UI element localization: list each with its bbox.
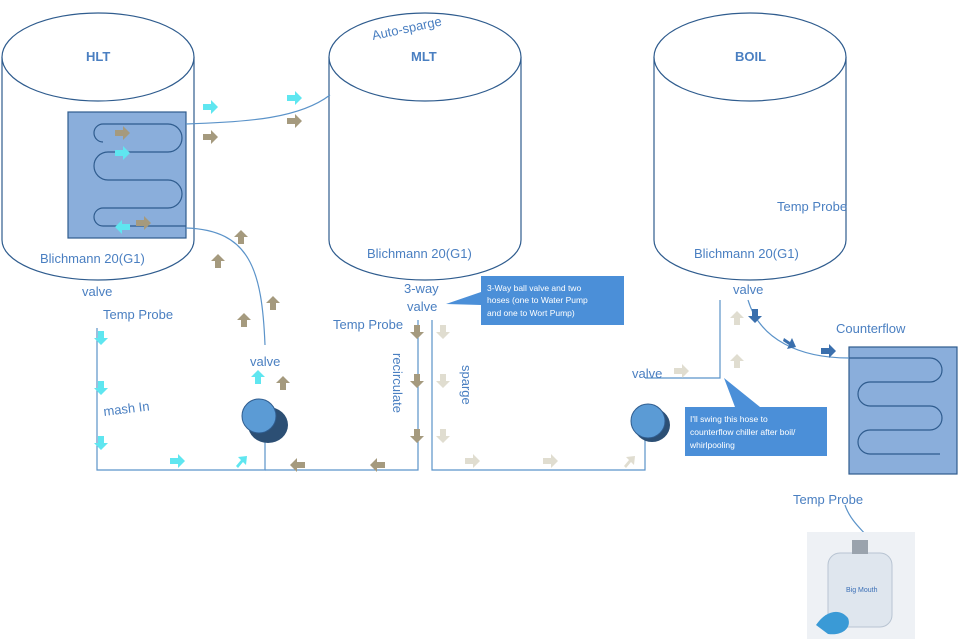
callout-line: counterflow chiller after boil/ (690, 427, 796, 437)
counterflow-temp-probe-label: Temp Probe (793, 492, 863, 507)
pump1-valve-label: valve (250, 354, 280, 369)
callout-line: 3-Way ball valve and two (487, 283, 581, 293)
water-arrows (94, 91, 302, 468)
callout-line: whirlpooling (689, 440, 735, 450)
counterflow-chiller (848, 346, 958, 475)
recirculate-label: recirculate (390, 353, 405, 413)
mlt-title: MLT (411, 49, 437, 64)
callout-line: and one to Wort Pump) (487, 308, 575, 318)
chiller-arrows (748, 309, 836, 358)
boil-valve-label: valve (733, 282, 763, 297)
carboy-image: Big Mouth (807, 532, 915, 639)
boil-model: Blichmann 20(G1) (694, 246, 799, 261)
mash-in-label: mash In (103, 398, 151, 419)
boil-title: BOIL (735, 49, 766, 64)
callout-line: I'll swing this hose to (690, 414, 768, 424)
mlt-model: Blichmann 20(G1) (367, 246, 472, 261)
pump2-valve-label: valve (632, 366, 662, 381)
swing-hose-callout: I'll swing this hose to counterflow chil… (685, 378, 827, 456)
three-way-valve-callout: 3-Way ball valve and two hoses (one to W… (446, 276, 624, 325)
callout-line: hoses (one to Water Pump (487, 295, 588, 305)
sparge-arrows (436, 311, 744, 468)
hlt-model: Blichmann 20(G1) (40, 251, 145, 266)
three-way-label: 3-way (404, 281, 439, 296)
hlt-title: HLT (86, 49, 110, 64)
three-way-valve-label: valve (407, 299, 437, 314)
mlt-temp-probe-label: Temp Probe (333, 317, 403, 332)
wort-arrows (115, 114, 424, 472)
water-pump[interactable] (241, 398, 288, 443)
sparge-label: sparge (459, 365, 474, 405)
counterflow-label: Counterflow (836, 321, 906, 336)
hlt-valve-label: valve (82, 284, 112, 299)
hlt-temp-probe-label: Temp Probe (103, 307, 173, 322)
pipes (96, 94, 867, 536)
boil-temp-probe-label: Temp Probe (777, 199, 847, 214)
svg-text:Big Mouth: Big Mouth (846, 587, 878, 594)
mlt-vessel (328, 12, 522, 281)
wort-pump[interactable] (630, 403, 670, 442)
boil-vessel (653, 12, 847, 281)
